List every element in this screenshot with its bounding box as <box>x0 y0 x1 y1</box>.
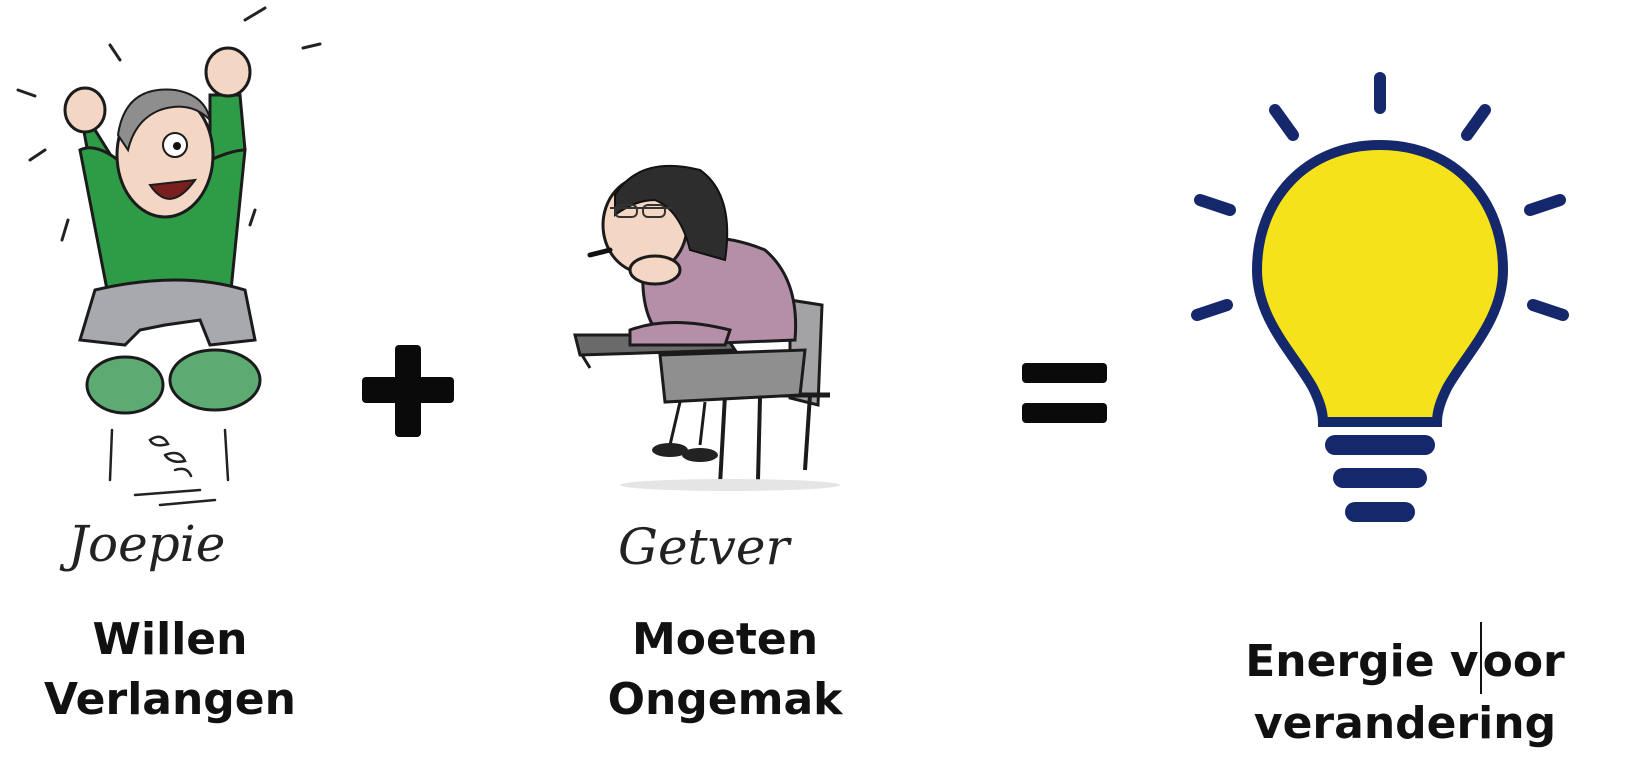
bulb-glass <box>1251 139 1509 427</box>
label-verandering: verandering <box>1253 698 1557 749</box>
right-label: Energie voor verandering <box>1225 622 1585 754</box>
left-label: Willen Verlangen <box>40 610 300 730</box>
plus-vertical-bar <box>395 345 421 437</box>
joepie-caption: Joepie <box>68 515 226 573</box>
equals-top-bar <box>1022 363 1107 383</box>
bulb-base-band <box>1325 435 1435 455</box>
bulb-ray <box>1524 194 1566 216</box>
label-moeten: Moeten <box>631 614 819 665</box>
middle-label: Moeten Ongemak <box>590 610 860 730</box>
label-oor: oor <box>1482 636 1565 687</box>
bulb-base-band <box>1345 502 1415 522</box>
getver-woman-illustration <box>573 164 840 491</box>
label-willen: Willen <box>92 614 248 665</box>
light-bulb-icon <box>1191 72 1569 522</box>
bulb-ray <box>1194 194 1236 216</box>
bulb-ray <box>1527 299 1569 321</box>
bulb-base-band <box>1333 468 1427 488</box>
equals-bottom-bar <box>1022 403 1107 423</box>
getver-caption: Getver <box>618 518 790 576</box>
text-cursor <box>1479 622 1482 694</box>
joepie-man-illustration <box>16 6 322 507</box>
label-energie-v: Energie v <box>1245 636 1479 687</box>
bulb-ray <box>1191 299 1233 321</box>
label-energie-voor: Energie voor <box>1225 622 1585 694</box>
label-verlangen: Verlangen <box>44 674 296 725</box>
plus-operator <box>362 345 454 437</box>
equals-operator <box>1022 363 1107 425</box>
label-ongemak: Ongemak <box>607 674 843 725</box>
bulb-ray <box>1269 104 1299 141</box>
bulb-ray <box>1461 104 1491 141</box>
